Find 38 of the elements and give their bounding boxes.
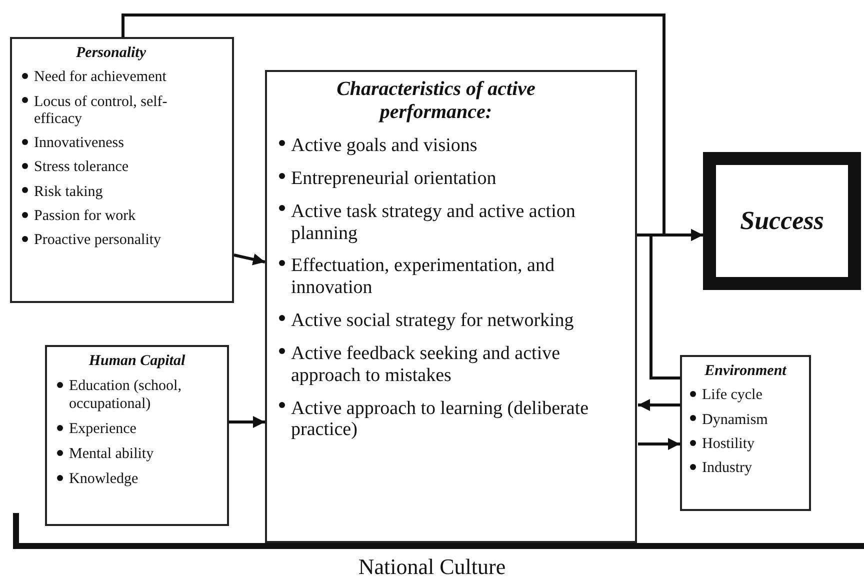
culture-label: National Culture	[357, 554, 507, 580]
arrow	[234, 254, 266, 266]
arrow	[638, 438, 680, 450]
box-heading: Human Capital	[88, 353, 186, 370]
box-heading: Success	[740, 206, 824, 236]
box-heading: Environment	[704, 363, 788, 380]
bullet-item: Education (school, occupational)	[55, 378, 219, 413]
bullet-item: Life cycle	[688, 387, 803, 404]
bullet-item: Active goals and visions	[277, 135, 595, 157]
bullet-item: Hostility	[688, 436, 803, 453]
bullet-item: Active approach to learning (deliberate practice)	[277, 398, 595, 442]
bullet-item: Entrepreneurial orientation	[277, 168, 595, 190]
box-heading: Personality	[75, 45, 147, 62]
bullet-item: Stress tolerance	[20, 159, 202, 176]
bullet-item: Active feedback seeking and active approach to mistakes	[277, 342, 595, 387]
factor-box	[680, 355, 811, 511]
bullet-item: Innovativeness	[20, 135, 202, 152]
bullet-item: Proactive personality	[20, 232, 202, 250]
box-heading: Characteristics of active performance:	[336, 78, 536, 124]
bullet-item: Active task strategy and active action planning	[277, 200, 595, 244]
arrow	[638, 399, 680, 411]
factor-box	[265, 70, 637, 543]
bullet-item: Passion for work	[20, 208, 202, 225]
outcome-box	[703, 152, 861, 290]
bullet-item: Dynamism	[688, 412, 803, 429]
factor-box	[10, 37, 234, 303]
factor-box	[45, 345, 229, 526]
arrow	[229, 416, 265, 428]
arrow	[650, 229, 703, 380]
bullet-item: Industry	[688, 460, 803, 478]
bullet-item: Locus of control, self-efficacy	[20, 94, 202, 128]
bullet-item: Mental ability	[55, 446, 219, 464]
bullet-item: Risk taking	[20, 184, 202, 201]
bullet-item: Effectuation, experimentation, and innovation	[277, 255, 595, 300]
bullet-item: Knowledge	[55, 471, 219, 488]
bullet-item: Need for achievement	[20, 69, 202, 86]
bullet-item: Experience	[55, 420, 219, 438]
bullet-item: Active social strategy for networking	[277, 310, 595, 332]
